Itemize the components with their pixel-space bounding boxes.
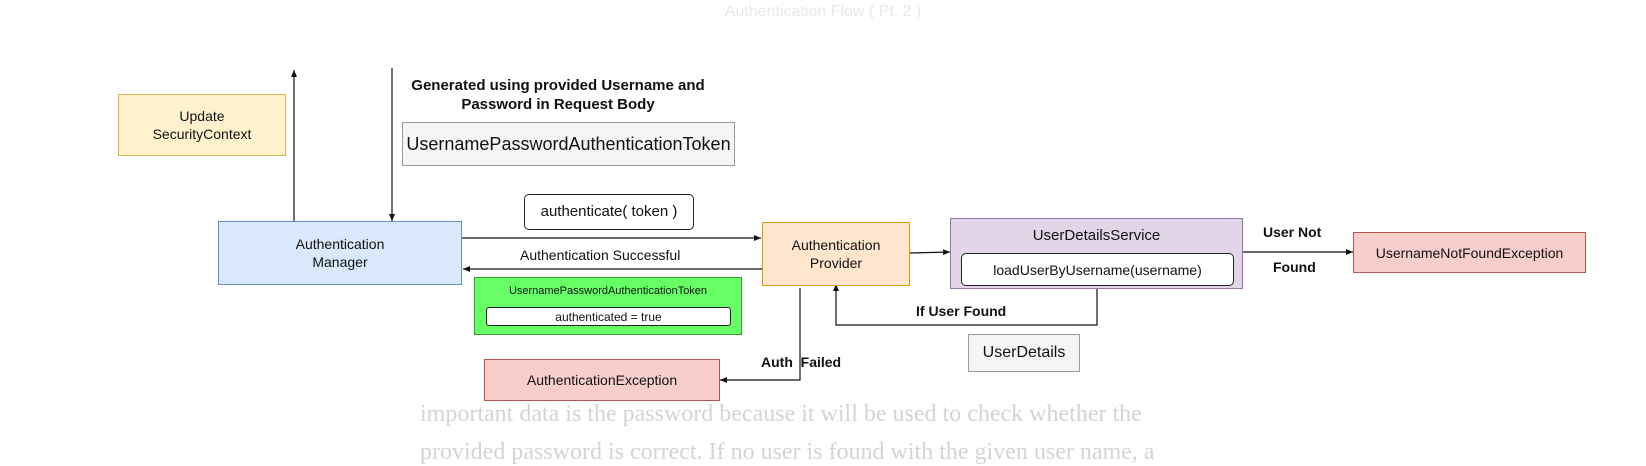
authenticate-call-box: authenticate( token ): [524, 194, 694, 230]
username-not-found-exception-box: UsernameNotFoundException: [1353, 232, 1586, 273]
authentication-exception-box: AuthenticationException: [484, 359, 720, 401]
user-details-service-box: UserDetailsService loadUserByUsername(us…: [950, 218, 1243, 289]
token-note: Generated using provided Username and Pa…: [411, 77, 705, 113]
page-title: Authentication Flow ( Pt. 2 ): [724, 3, 922, 20]
auth-failed-label: Auth Failed: [761, 354, 842, 370]
found-label: Found: [1273, 259, 1316, 275]
authentication-provider-box: Authentication Provider: [762, 222, 910, 286]
user-details-service-title: UserDetailsService: [1032, 227, 1161, 244]
authenticated-token-title: UsernamePasswordAuthenticationToken: [508, 285, 708, 297]
provider-to-service-arrow: [909, 249, 951, 256]
authenticated-flag-box: authenticated = true: [486, 307, 731, 326]
if-user-found-arrow: [833, 284, 1098, 326]
if-user-found-label: If User Found: [916, 303, 1007, 319]
user-not-label: User Not: [1263, 224, 1322, 240]
auth-successful-label: Authentication Successful: [520, 247, 681, 263]
background-text-line-2: provided password is correct. If no user…: [420, 439, 1155, 465]
username-password-token-box: UsernamePasswordAuthenticationToken: [402, 122, 735, 166]
background-text-line-1: important data is the password because i…: [420, 401, 1142, 427]
update-security-context-box: Update SecurityContext: [118, 94, 286, 156]
load-user-by-username-box: loadUserByUsername(username): [961, 253, 1234, 286]
user-details-box: UserDetails: [968, 334, 1080, 372]
auth-failed-arrow: [720, 288, 801, 383]
authentication-manager-box: Authentication Manager: [218, 221, 462, 285]
authenticated-token-box: UsernamePasswordAuthenticationToken auth…: [474, 277, 742, 335]
